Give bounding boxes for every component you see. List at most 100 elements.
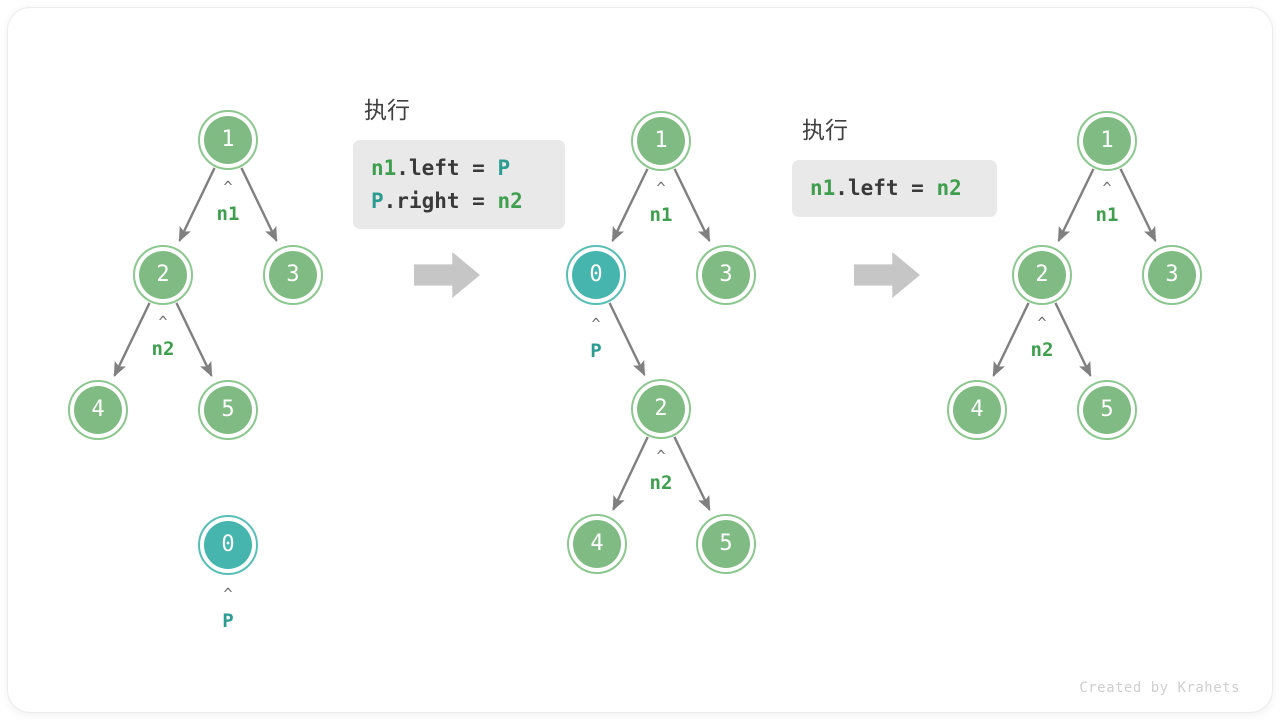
tree-node	[68, 380, 128, 440]
node-outer-ring	[198, 110, 258, 170]
node-outer-ring	[631, 111, 691, 171]
node-disc	[1018, 251, 1066, 299]
pointer-label: n1	[649, 204, 673, 226]
code-token: n1	[810, 176, 836, 200]
tree-node	[263, 245, 323, 305]
block-arrows-layer	[414, 252, 920, 298]
node-outer-ring	[696, 245, 756, 305]
node-disc	[637, 385, 685, 433]
node-outer-ring	[1012, 245, 1072, 305]
tree-node	[696, 514, 756, 574]
tree-node	[696, 245, 756, 305]
node-disc	[74, 386, 122, 434]
pointer-label: P	[590, 340, 602, 362]
node-outer-ring	[1077, 380, 1137, 440]
code-token: n2	[936, 176, 962, 200]
tree-edge	[673, 436, 711, 512]
node-disc	[1083, 386, 1131, 434]
tree-edge	[113, 302, 151, 378]
tree-node	[567, 514, 627, 574]
code-token: n1	[371, 156, 397, 180]
tree-node	[198, 380, 258, 440]
tree-nodes-layer	[68, 110, 1202, 575]
pointer-label: n2	[1030, 339, 1054, 361]
code-block-step-2: n1.left = n2	[792, 160, 997, 217]
node-disc	[139, 251, 187, 299]
node-outer-ring	[566, 245, 626, 305]
tree-edge	[178, 167, 216, 243]
node-disc	[573, 520, 621, 568]
tree-node	[198, 515, 258, 575]
pointer-label: n2	[649, 472, 673, 494]
step-heading-execute-1: 执行	[364, 98, 410, 124]
node-disc	[269, 251, 317, 299]
node-outer-ring	[263, 245, 323, 305]
code-token: .left =	[835, 176, 937, 200]
node-outer-ring	[1077, 111, 1137, 171]
tree-edge	[673, 168, 711, 243]
node-disc	[1148, 251, 1196, 299]
tree-edges-layer	[113, 167, 1157, 512]
transition-arrow-icon	[854, 252, 920, 298]
tree-edge	[612, 436, 649, 511]
pointer-caret-icon: ^	[1102, 179, 1112, 197]
tree-node	[566, 245, 626, 305]
tree-node	[947, 380, 1007, 440]
node-disc	[204, 521, 252, 569]
node-outer-ring	[133, 245, 193, 305]
tree-edge	[1057, 168, 1095, 243]
tree-node	[198, 110, 258, 170]
node-disc	[204, 386, 252, 434]
tree-node	[631, 379, 691, 439]
code-token: P	[371, 188, 384, 213]
pointer-caret-icon: ^	[158, 313, 168, 331]
node-outer-ring	[696, 514, 756, 574]
pointer-label: P	[222, 610, 234, 632]
node-disc	[204, 116, 252, 164]
tree-edge	[1119, 168, 1157, 243]
pointer-caret-icon: ^	[223, 585, 233, 603]
code-token: n2	[497, 188, 523, 213]
tree-node	[1077, 111, 1137, 171]
code-line: n1.left = P	[371, 152, 547, 185]
code-token: P	[497, 156, 511, 180]
tree-edge	[1054, 302, 1092, 378]
node-disc	[702, 520, 750, 568]
node-disc	[637, 117, 685, 165]
code-line: P.right = n2	[371, 185, 547, 218]
code-token: .right =	[383, 188, 498, 213]
transition-arrow-icon	[414, 252, 480, 298]
node-outer-ring	[68, 380, 128, 440]
tree-node	[133, 245, 193, 305]
code-token: .left =	[396, 156, 498, 180]
node-outer-ring	[198, 380, 258, 440]
pointer-label: n1	[1095, 204, 1119, 226]
pointer-label: n2	[151, 338, 175, 360]
node-disc	[572, 251, 620, 299]
tree-edge	[175, 302, 213, 378]
tree-node	[1077, 380, 1137, 440]
pointer-caret-icon: ^	[1037, 314, 1047, 332]
tree-node	[631, 111, 691, 171]
node-disc	[953, 386, 1001, 434]
step-heading-execute-2: 执行	[802, 118, 848, 144]
node-outer-ring	[631, 379, 691, 439]
node-outer-ring	[947, 380, 1007, 440]
pointer-caret-icon: ^	[656, 179, 666, 197]
pointer-caret-icon: ^	[223, 178, 233, 196]
node-disc	[702, 251, 750, 299]
pointer-label: n1	[216, 203, 240, 225]
tree-node	[1012, 245, 1072, 305]
pointer-caret-icon: ^	[591, 315, 601, 333]
node-outer-ring	[567, 514, 627, 574]
tree-edge	[608, 302, 646, 377]
node-disc	[1083, 117, 1131, 165]
tree-edge	[611, 168, 649, 243]
node-outer-ring	[198, 515, 258, 575]
pointer-caret-icon: ^	[656, 447, 666, 465]
tree-edge	[240, 167, 278, 243]
node-outer-ring	[1142, 245, 1202, 305]
